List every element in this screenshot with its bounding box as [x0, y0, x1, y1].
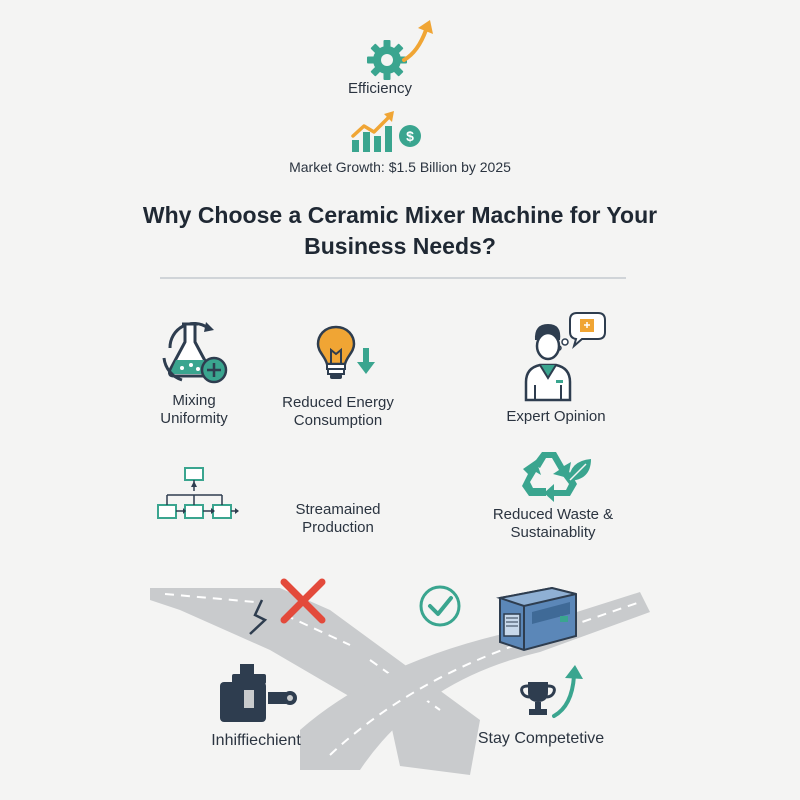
cross-icon: [280, 578, 326, 624]
growth-arrow-icon: [552, 665, 583, 718]
down-arrow-icon: [357, 348, 375, 374]
recycle-icon: [522, 452, 577, 502]
growth-arrow-icon: [402, 20, 433, 62]
expert-icon: [524, 312, 606, 402]
ceramic-machine-icon: [496, 586, 577, 652]
market-growth-label: Market Growth: $1.5 Billion by 2025: [289, 159, 511, 175]
machine-icon: [220, 664, 297, 722]
divider: [160, 277, 626, 279]
reduced-waste-label: Reduced Waste & Sustainablity: [492, 506, 614, 541]
flowchart-icon: [157, 467, 239, 519]
svg-text:$: $: [406, 128, 414, 144]
efficiency-label: Efficiency: [348, 80, 412, 97]
road-illustration: [150, 588, 650, 775]
reduced-energy-label: Reduced Energy Consumption: [282, 394, 394, 429]
trophy-icon: [520, 682, 556, 715]
flask-icon: [162, 321, 228, 384]
gear-icon: [367, 40, 407, 80]
inefficient-label: Inhiffiechient: [211, 732, 301, 749]
expert-opinion-label: Expert Opinion: [506, 408, 606, 425]
lightbulb-icon: [316, 325, 356, 379]
streamlined-production-label: Streamained Production: [295, 501, 381, 536]
page-title: Why Choose a Ceramic Mixer Machine for Y…: [142, 202, 658, 259]
bar-chart-dollar-icon: $: [351, 111, 421, 152]
check-icon: [419, 585, 461, 627]
mixing-uniformity-label: Mixing Uniformity: [160, 392, 228, 427]
leaf-icon: [569, 459, 591, 481]
stay-competitive-label: Stay Competetive: [477, 730, 605, 747]
